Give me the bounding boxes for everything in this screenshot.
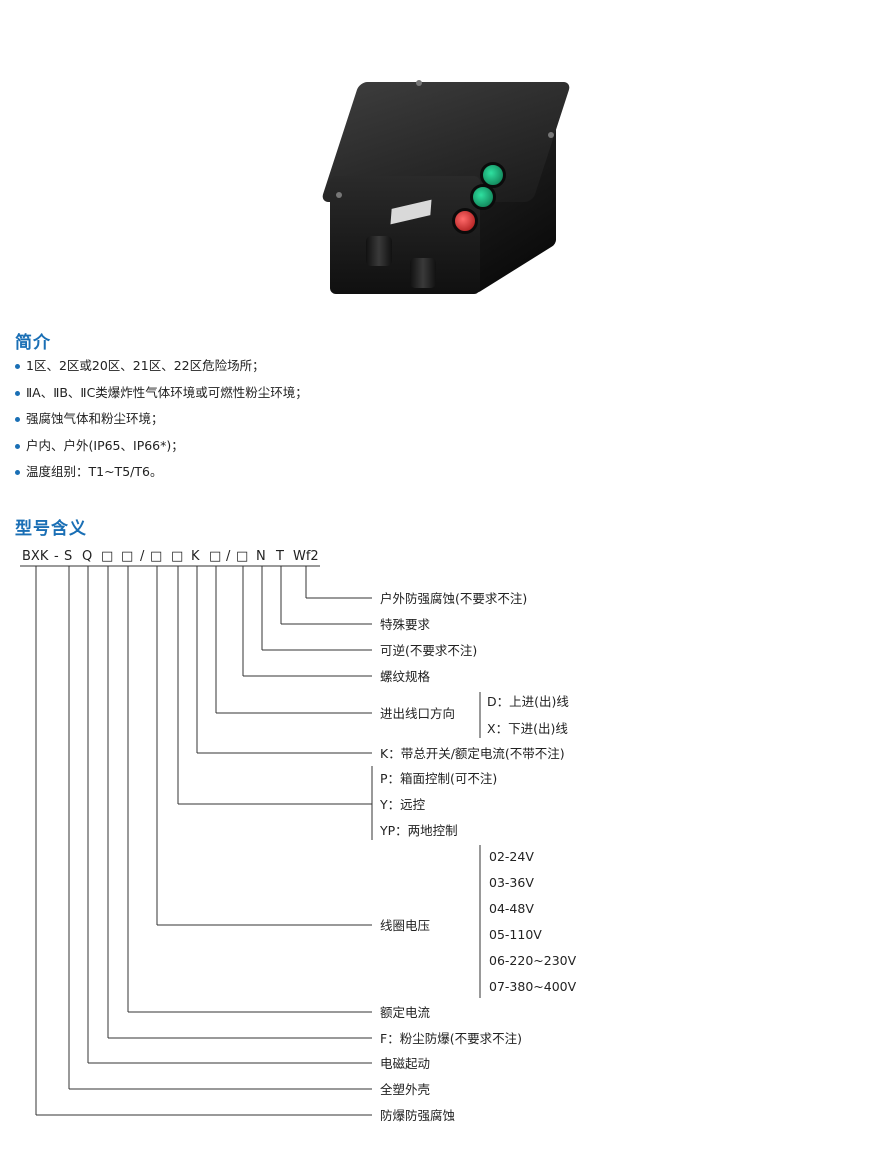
code-wf2: Wf2 [293, 549, 319, 564]
intro-item: 1区、2区或20区、21区、22区危险场所； [15, 356, 308, 383]
intro-item: 强腐蚀气体和粉尘环境； [15, 409, 308, 436]
label-volt: 06-220~230V [489, 953, 577, 968]
model-code: BXK - S Q □ □ / □ □ K □ / □ N T Wf2 [22, 549, 319, 564]
label-n: 可逆(不要求不注) [380, 643, 477, 658]
label-q: 电磁起动 [380, 1056, 430, 1071]
code-t: T [275, 549, 284, 564]
intro-item: ⅡA、ⅡB、ⅡC类爆炸性气体环境或可燃性粉尘环境； [15, 383, 308, 410]
intro-list: 1区、2区或20区、21区、22区危险场所； ⅡA、ⅡB、ⅡC类爆炸性气体环境或… [15, 356, 308, 489]
product-photo [320, 76, 572, 300]
label-ctrl-p: P：箱面控制(可不注) [380, 771, 497, 786]
label-wf2: 户外防强腐蚀(不要求不注) [380, 591, 527, 606]
code-box: □ [171, 549, 183, 564]
label-ctrl-yp: YP：两地控制 [379, 823, 458, 838]
cable-gland-1 [366, 236, 392, 266]
label-bxk: 防爆防强腐蚀 [380, 1108, 455, 1123]
code-s: S [64, 549, 72, 564]
label-dir: 进出线口方向 [380, 706, 455, 721]
code-slash: / [226, 549, 231, 564]
label-dir-x: X：下进(出)线 [487, 721, 568, 736]
label-volt: 02-24V [489, 849, 534, 864]
diagram-lines [20, 565, 481, 1116]
code-slash: / [140, 549, 145, 564]
screw [548, 132, 554, 138]
label-f: F：粉尘防爆(不要求不注) [380, 1031, 522, 1046]
label-volt: 05-110V [489, 927, 542, 942]
label-volt: 07-380~400V [489, 979, 577, 994]
label-s: 全塑外壳 [380, 1082, 430, 1097]
label-k: K：带总开关/额定电流(不带不注) [380, 746, 565, 761]
code-box: □ [236, 549, 248, 564]
screw [336, 192, 342, 198]
model-labels: 户外防强腐蚀(不要求不注) 特殊要求 可逆(不要求不注) 螺纹规格 进出线口方向… [379, 591, 577, 1123]
bullet-icon [15, 390, 20, 396]
code-bxk: BXK [22, 549, 49, 564]
code-n: N [256, 549, 266, 564]
cable-gland-2 [410, 258, 436, 288]
code-k: K [191, 549, 200, 564]
intro-title: 简介 [15, 333, 51, 353]
screw [416, 80, 422, 86]
code-box: □ [121, 549, 133, 564]
code-box: □ [150, 549, 162, 564]
label-ctrl-y: Y：远控 [379, 797, 426, 812]
intro-item: 温度组别：T1~T5/T6。 [15, 462, 308, 489]
model-title: 型号含义 [15, 519, 87, 539]
label-t: 特殊要求 [380, 617, 431, 632]
code-box: □ [209, 549, 221, 564]
intro-item: 户内、户外(IP65、IP66*)； [15, 436, 308, 463]
code-dash: - [54, 549, 59, 564]
bullet-icon [15, 443, 20, 449]
label-rated: 额定电流 [380, 1005, 431, 1020]
label-thread: 螺纹规格 [380, 669, 431, 684]
green-button-2 [470, 184, 496, 210]
label-dir-d: D：上进(出)线 [487, 694, 569, 709]
bullet-icon [15, 364, 20, 369]
bullet-icon [15, 417, 20, 422]
bullet-icon [15, 470, 20, 475]
red-button [452, 208, 478, 234]
label-volt: 04-48V [489, 901, 534, 916]
green-button-1 [480, 162, 506, 188]
label-volt: 03-36V [489, 875, 534, 890]
label-coil: 线圈电压 [380, 918, 430, 933]
code-q: Q [82, 549, 92, 564]
code-box: □ [101, 549, 113, 564]
box-front [330, 176, 480, 294]
